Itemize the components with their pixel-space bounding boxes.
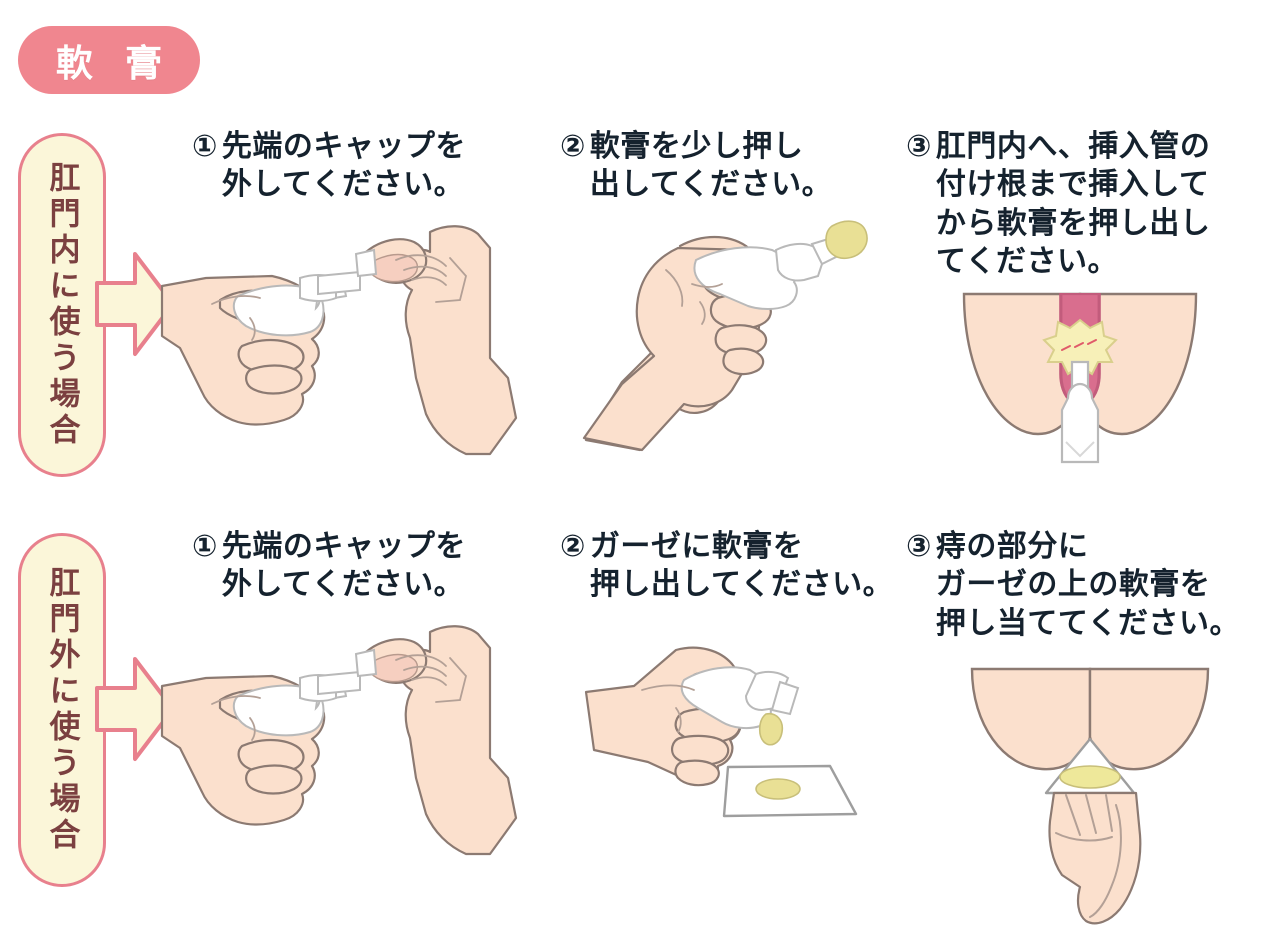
illustration-two-hands-removing-cap-2 (160, 625, 518, 856)
section-label-external-text: 肛門外に使う場合 (44, 566, 80, 854)
step-1-3: ③ 肛門内へ、挿入管の 付け根まで挿入して から軟膏を押し出し てください。 (906, 128, 1266, 282)
step-2-2: ② ガーゼに軟膏を 押し出してください。 (560, 528, 920, 605)
step-number-1-2: ② (560, 130, 586, 163)
step-text-1-3: 肛門内へ、挿入管の 付け根まで挿入して から軟膏を押し出し てください。 (935, 130, 1211, 279)
step-text-2-1: 先端のキャップを 外してください。 (221, 530, 466, 602)
step-2-3: ③ 痔の部分に ガーゼの上の軟膏を 押し当ててください。 (906, 528, 1266, 643)
arrow-right-icon-internal (95, 252, 175, 356)
step-2-1: ① 先端のキャップを 外してください。 (192, 528, 522, 605)
page-title-badge: 軟 膏 (18, 26, 200, 94)
illustration-ointment-onto-gauze (584, 646, 858, 818)
step-text-2-2: ガーゼに軟膏を 押し出してください。 (589, 530, 894, 602)
step-text-1-2: 軟膏を少し押し 出してください。 (589, 130, 833, 202)
step-1-2: ② 軟膏を少し押し 出してください。 (560, 128, 890, 205)
step-number-2-2: ② (560, 530, 586, 563)
section-label-internal-text: 肛門内に使う場合 (44, 161, 80, 449)
page-title: 軟 膏 (55, 43, 174, 84)
step-number-2-1: ① (192, 530, 218, 563)
arrow-right-icon-external (95, 657, 175, 761)
step-number-1-3: ③ (906, 130, 932, 163)
step-1-1: ① 先端のキャップを 外してください。 (192, 128, 522, 205)
illustration-applicator-inserted (962, 292, 1198, 464)
section-label-internal: 肛門内に使う場合 (18, 133, 106, 477)
step-number-2-3: ③ (906, 530, 932, 563)
step-text-1-1: 先端のキャップを 外してください。 (221, 130, 466, 202)
step-text-2-3: 痔の部分に ガーゼの上の軟膏を 押し当ててください。 (935, 530, 1241, 640)
illustration-two-hands-removing-cap-1 (160, 225, 518, 456)
section-label-external: 肛門外に使う場合 (18, 533, 106, 887)
illustration-hand-squeezing-tube (582, 220, 868, 452)
illustration-gauze-pressed (970, 667, 1210, 925)
step-number-1-1: ① (192, 130, 218, 163)
